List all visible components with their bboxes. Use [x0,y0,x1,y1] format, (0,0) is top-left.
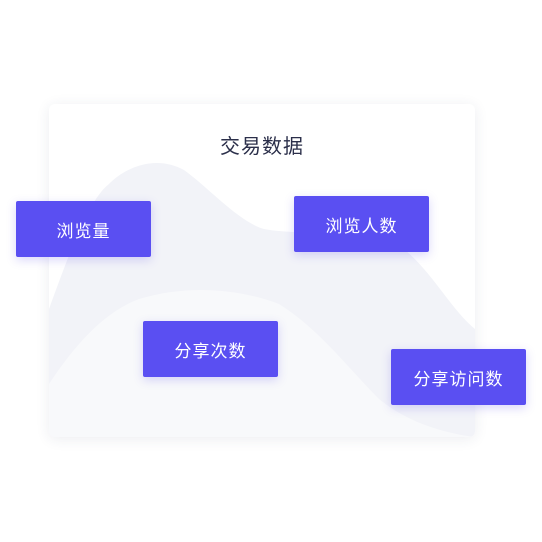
card-title: 交易数据 [220,134,304,158]
tag-share-visits[interactable]: 分享访问数 [391,349,526,405]
tag-unique-visitors[interactable]: 浏览人数 [294,196,429,252]
tag-page-views[interactable]: 浏览量 [16,201,151,257]
tag-share-count[interactable]: 分享次数 [143,321,278,377]
